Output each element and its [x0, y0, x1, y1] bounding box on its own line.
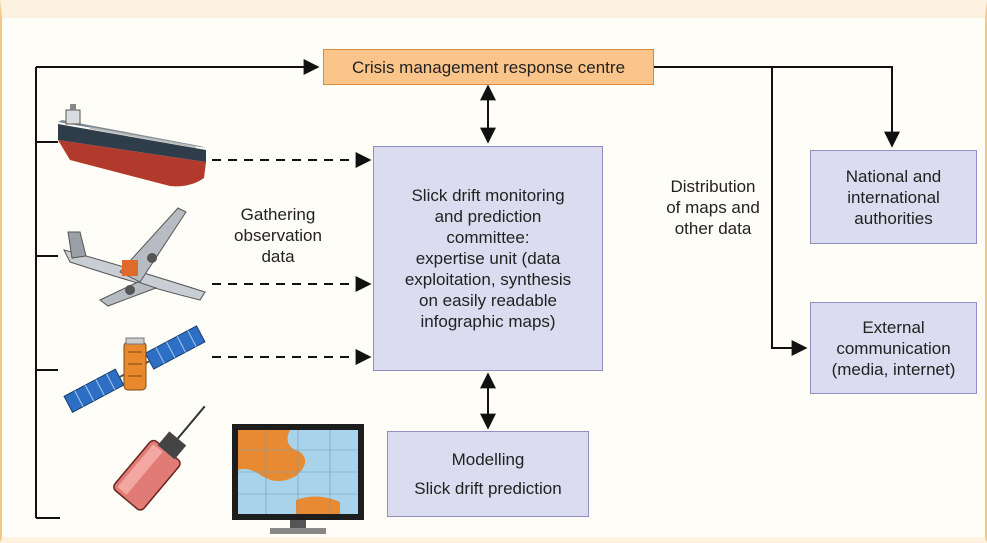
external-line: (media, internet) [831, 359, 956, 379]
distribution-lines [654, 66, 900, 356]
external-communication-box: External communication (media, internet) [810, 302, 977, 394]
satellite-icon [63, 325, 206, 413]
dashed-observation-arrows [212, 152, 372, 365]
distribution-line: of maps and [666, 198, 760, 217]
crisis-management-centre-box: Crisis management response centre [323, 49, 654, 85]
committee-line: exploitation, synthesis [404, 270, 572, 289]
national-line: international [847, 187, 940, 207]
committee-line: Slick drift monitoring [411, 186, 565, 205]
computer-monitor-icon [232, 424, 364, 534]
gathering-line: observation [234, 226, 322, 245]
gathering-line: Gathering [240, 205, 316, 224]
crisis-centre-label: Crisis management response centre [351, 57, 626, 77]
external-line: communication [836, 338, 951, 358]
modelling-title: Modelling [451, 450, 525, 469]
distribution-line: other data [674, 219, 752, 238]
ship-icon [58, 104, 206, 187]
national-authorities-box: National and international authorities [810, 150, 977, 244]
distribution-line: Distribution [670, 177, 756, 196]
national-line: National and [845, 166, 942, 186]
committee-line: expertise unit (data [415, 249, 561, 268]
committee-line: and prediction [434, 207, 542, 226]
committee-line: infographic maps) [420, 312, 556, 331]
modelling-subtitle: Slick drift prediction [414, 479, 562, 498]
national-line: authorities [854, 208, 933, 228]
distribution-label: Distribution of maps and other data [656, 176, 770, 239]
external-line: External [862, 317, 925, 337]
source-connector-lines [35, 67, 60, 519]
committee-line: on easily readable [419, 291, 557, 310]
committee-line: committee: [446, 228, 530, 247]
modelling-box: Modelling Slick drift prediction [387, 431, 589, 517]
gathering-line: data [261, 247, 295, 266]
committee-box: Slick drift monitoring and prediction co… [373, 146, 603, 371]
aircraft-icon [63, 207, 206, 307]
drifting-buoy-icon [113, 405, 206, 511]
gathering-observation-label: Gathering observation data [216, 204, 340, 267]
